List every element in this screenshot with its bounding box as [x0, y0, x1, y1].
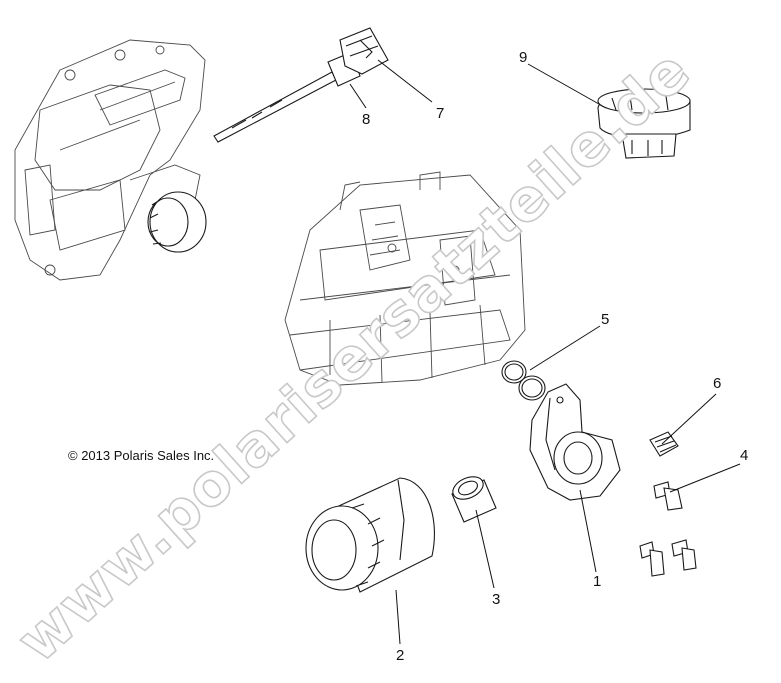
callout-7: 7 [436, 105, 444, 122]
oil-fill-cap-drawing [597, 88, 691, 159]
callout-6: 6 [713, 375, 721, 392]
plug-drawing [649, 431, 679, 457]
oil-filter-adapter-drawing [529, 383, 621, 501]
copyright-text: © 2013 Polaris Sales Inc. [68, 448, 214, 463]
leader-lines [349, 59, 741, 645]
engine-block-drawing [284, 171, 526, 386]
callout-9: 9 [519, 49, 527, 66]
callout-1: 1 [593, 573, 601, 590]
oil-filter-drawing [305, 477, 435, 593]
sleeve-drawing [451, 476, 497, 523]
callout-3: 3 [492, 591, 500, 608]
dipstick-drawing [213, 27, 389, 143]
o-rings-drawing [501, 360, 546, 401]
callout-8: 8 [362, 111, 370, 128]
callout-2: 2 [396, 647, 404, 664]
engine-reference-drawing [14, 39, 207, 281]
bolts-drawing [639, 481, 697, 577]
callout-4: 4 [740, 447, 748, 464]
callout-5: 5 [601, 311, 609, 328]
